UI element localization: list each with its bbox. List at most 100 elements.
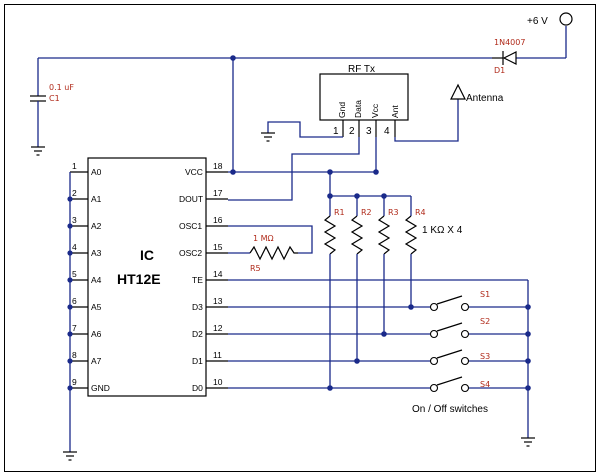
ic-pin-name-a6: A6 (91, 329, 102, 339)
switches-caption: On / Off switches (412, 404, 488, 415)
ic-pin-num-3: 3 (72, 215, 77, 225)
ic-pin-name-a0: A0 (91, 167, 102, 177)
ground-symbol-c1 (31, 146, 45, 156)
ic-pin-name-a2: A2 (91, 221, 102, 231)
supply-label: +6 V (527, 16, 548, 27)
ic-pin-name-osc1: OSC1 (179, 221, 202, 231)
s1-ref-label: S1 (480, 290, 490, 299)
ic-pin-num-10: 10 (213, 377, 223, 387)
r1-ref-label: R1 (334, 208, 345, 217)
switch-s2: S2 (429, 317, 528, 339)
switch-junction (525, 304, 531, 310)
ic-pin-num-16: 16 (213, 215, 223, 225)
supply-terminal (559, 12, 573, 26)
switch-s1: S1 (429, 290, 528, 312)
ic-pin-name-dout: DOUT (179, 194, 203, 204)
ic-pin-name-a5: A5 (91, 302, 102, 312)
capacitor-c1: 0.1 uF C1 (30, 58, 74, 147)
ic-pin-num-6: 6 (72, 296, 77, 306)
addr-junction (67, 331, 73, 337)
supply-rail: +6 V (38, 12, 573, 61)
ic-pin-num-18: 18 (213, 161, 223, 171)
capacitor-value-label: 0.1 uF (49, 83, 74, 92)
addr-junction (67, 385, 73, 391)
addr-junction (67, 250, 73, 256)
rf-pin-name-vcc: Vcc (370, 103, 380, 118)
data-junction (381, 331, 387, 337)
ic-pin-name-vcc: VCC (185, 167, 203, 177)
r5-value-label: 1 MΩ (253, 234, 274, 243)
ic-pin-num-11: 11 (213, 350, 222, 360)
ic-label-line1: IC (140, 247, 154, 263)
rf-pin-name-gnd: Gnd (337, 102, 347, 118)
resistor-r5: 1 MΩ R5 (249, 234, 298, 273)
ic-right-pins: 18 17 16 15 14 13 12 11 10 VCC DOUT OSC1… (179, 161, 228, 393)
drawing-frame (4, 4, 596, 472)
rf-module-title: RF Tx (348, 64, 375, 75)
r4-ref-label: R4 (415, 208, 426, 217)
ic-pin-name-a1: A1 (91, 194, 102, 204)
ic-pin-name-d2: D2 (192, 329, 203, 339)
data-junction (327, 385, 333, 391)
pullup-junction (327, 169, 333, 175)
ground-symbol-ic (63, 451, 77, 461)
addr-junction (67, 196, 73, 202)
ic-pin-num-17: 17 (213, 188, 223, 198)
ic-left-pins: 1 2 3 4 5 6 7 8 9 A0 A1 A2 A3 A4 A5 A6 A… (70, 161, 110, 393)
ic-pin-name-osc2: OSC2 (179, 248, 202, 258)
rf-pin-num-1: 1 (333, 126, 339, 137)
ic-pin-num-2: 2 (72, 188, 77, 198)
r2-ref-label: R2 (361, 208, 372, 217)
addr-junction (67, 358, 73, 364)
ic-pin-num-8: 8 (72, 350, 77, 360)
rf-pin-num-2: 2 (349, 126, 355, 137)
capacitor-ref-label: C1 (49, 94, 60, 103)
ic-pin-name-gnd: GND (91, 383, 110, 393)
data-junction (354, 358, 360, 364)
ic-pin-num-5: 5 (72, 269, 77, 279)
ic-pin-num-15: 15 (213, 242, 223, 252)
ic-ht12e: IC HT12E (87, 157, 207, 397)
rf-pin-name-data: Data (353, 100, 363, 118)
resistor-r4: R4 (404, 196, 426, 255)
resistor-r2: R2 (350, 196, 372, 255)
r5-ref-label: R5 (250, 264, 261, 273)
addr-junction (67, 304, 73, 310)
s4-ref-label: S4 (480, 380, 490, 389)
diode-ref-label: D1 (494, 66, 505, 75)
ic-pin-name-d1: D1 (192, 356, 203, 366)
ic-pin-num-12: 12 (213, 323, 223, 333)
ic-pin-num-9: 9 (72, 377, 77, 387)
ic-pin-num-14: 14 (213, 269, 223, 279)
rf-pin-num-3: 3 (366, 126, 372, 137)
switch-junction (525, 385, 531, 391)
switch-s3: S3 (429, 349, 528, 366)
addr-junction (67, 223, 73, 229)
ic-pin-name-a7: A7 (91, 356, 102, 366)
s3-ref-label: S3 (480, 352, 490, 361)
ic-pin-num-13: 13 (213, 296, 223, 306)
resistor-r3: R3 (377, 196, 399, 255)
ic-pin-name-d3: D3 (192, 302, 203, 312)
data-junction (408, 304, 414, 310)
pullup-value-label: 1 KΩ X 4 (422, 225, 463, 236)
antenna: Antenna (450, 83, 504, 104)
ground-symbol-switches (521, 437, 535, 447)
rf-pin-name-ant: Ant (390, 105, 400, 118)
ground-symbol-rf (261, 132, 275, 142)
ic-pin-num-1: 1 (72, 161, 77, 171)
s2-ref-label: S2 (480, 317, 490, 326)
ic-pin-name-te: TE (192, 275, 203, 285)
resistor-r1: R1 (323, 196, 345, 255)
switch-junction (525, 358, 531, 364)
ic-pin-name-a4: A4 (91, 275, 102, 285)
ic-label-line2: HT12E (117, 271, 161, 287)
r3-ref-label: R3 (388, 208, 399, 217)
diode-part-label: 1N4007 (494, 38, 525, 47)
diode-d1: 1N4007 D1 (492, 38, 525, 75)
switch-junction (525, 331, 531, 337)
switch-s4: S4 (429, 376, 528, 393)
ic-pin-num-7: 7 (72, 323, 77, 333)
antenna-label: Antenna (466, 93, 504, 104)
